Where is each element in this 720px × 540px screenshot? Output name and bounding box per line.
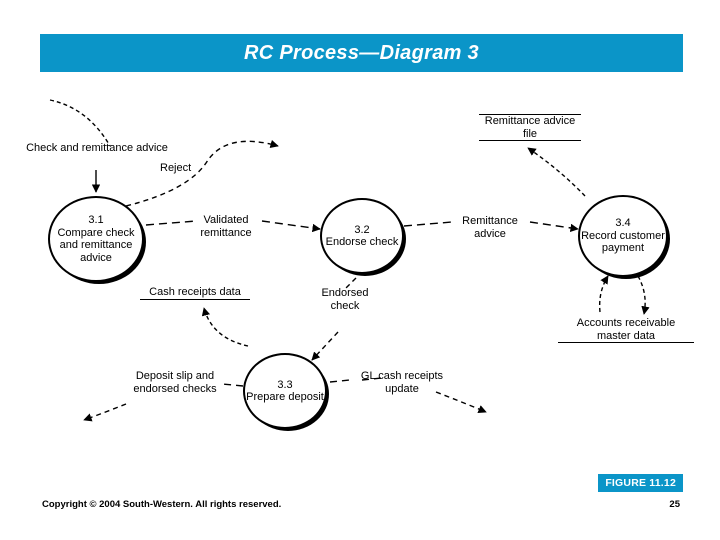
flow-ar-to-34 bbox=[598, 275, 609, 313]
process-3-1[interactable]: 3.1 Compare check and remittance advice bbox=[48, 196, 144, 282]
data-store-accounts-receivable-master-data[interactable]: Accounts receivable master data bbox=[558, 317, 694, 343]
flow-label-reject: Reject bbox=[160, 162, 192, 174]
page-number: 25 bbox=[669, 499, 680, 510]
data-store-remittance-advice-file-label: Remittance advice file bbox=[484, 115, 576, 140]
process-3-2[interactable]: 3.2 Endorse check bbox=[320, 198, 404, 274]
flow-gl-update-left bbox=[361, 377, 383, 381]
dfd-diagram: 3.1 Compare check and remittance advice … bbox=[0, 86, 720, 456]
process-3-4[interactable]: 3.4 Record customer payment bbox=[578, 195, 668, 277]
process-3-2-number: 3.2 bbox=[354, 223, 370, 236]
flow-endorsed-check-upper bbox=[345, 277, 357, 289]
process-3-4-number: 3.4 bbox=[615, 217, 631, 230]
flow-validated-remittance-left bbox=[145, 220, 197, 226]
flow-33-gl-stub bbox=[329, 379, 351, 383]
data-store-accounts-receivable-master-data-label: Accounts receivable master data bbox=[576, 317, 676, 342]
slide-title-bar: RC Process—Diagram 3 bbox=[40, 34, 683, 72]
page-title: RC Process—Diagram 3 bbox=[244, 41, 479, 64]
flow-34-to-ar bbox=[637, 275, 650, 315]
flow-label-check-and-remittance-advice: Check and remittance advice bbox=[26, 142, 168, 154]
flow-label-deposit-slip-and-endorsed-checks: Deposit slip and endorsed checks bbox=[133, 370, 217, 395]
flow-33-to-cash-receipts bbox=[201, 307, 249, 347]
flow-reject bbox=[125, 139, 279, 207]
process-3-1-number: 3.1 bbox=[88, 214, 104, 226]
flow-label-gl-cash-receipts-update: GL cash receipts update bbox=[360, 370, 444, 395]
flow-34-to-remittance-file bbox=[527, 147, 586, 197]
data-store-cash-receipts-data[interactable]: Cash receipts data bbox=[140, 286, 250, 300]
flow-33-deposit-slip-stub bbox=[221, 383, 244, 387]
data-store-remittance-advice-file[interactable]: Remittance advice file bbox=[479, 114, 581, 141]
flow-label-endorsed-check: Endorsed check bbox=[321, 287, 369, 312]
flow-label-validated-remittance: Validated remittance bbox=[200, 214, 252, 239]
flow-label-remittance-advice: Remittance advice bbox=[462, 215, 518, 240]
process-3-3-number: 3.3 bbox=[277, 378, 293, 391]
flow-remittance-advice-right bbox=[529, 221, 579, 233]
flow-validated-remittance-right bbox=[261, 220, 321, 233]
flow-endorsed-check-lower bbox=[311, 331, 339, 361]
process-3-1-label: Compare check and remittance advice bbox=[57, 226, 135, 264]
copyright-notice: Copyright © 2004 South-Western. All righ… bbox=[42, 499, 282, 510]
data-store-cash-receipts-data-label: Cash receipts data bbox=[149, 286, 241, 298]
process-3-4-label: Record customer payment bbox=[581, 229, 665, 255]
flow-gl-update-out bbox=[435, 391, 487, 413]
flow-external-to-check bbox=[49, 99, 111, 147]
process-3-2-label: Endorse check bbox=[325, 236, 399, 248]
figure-badge: FIGURE 11.12 bbox=[598, 474, 683, 492]
flow-remittance-advice-left bbox=[403, 221, 453, 227]
process-3-3[interactable]: 3.3 Prepare deposit bbox=[243, 353, 327, 429]
flow-deposit-slip-out bbox=[83, 403, 127, 422]
dfd-connectors bbox=[49, 99, 650, 422]
process-3-3-label: Prepare deposit bbox=[246, 391, 324, 403]
